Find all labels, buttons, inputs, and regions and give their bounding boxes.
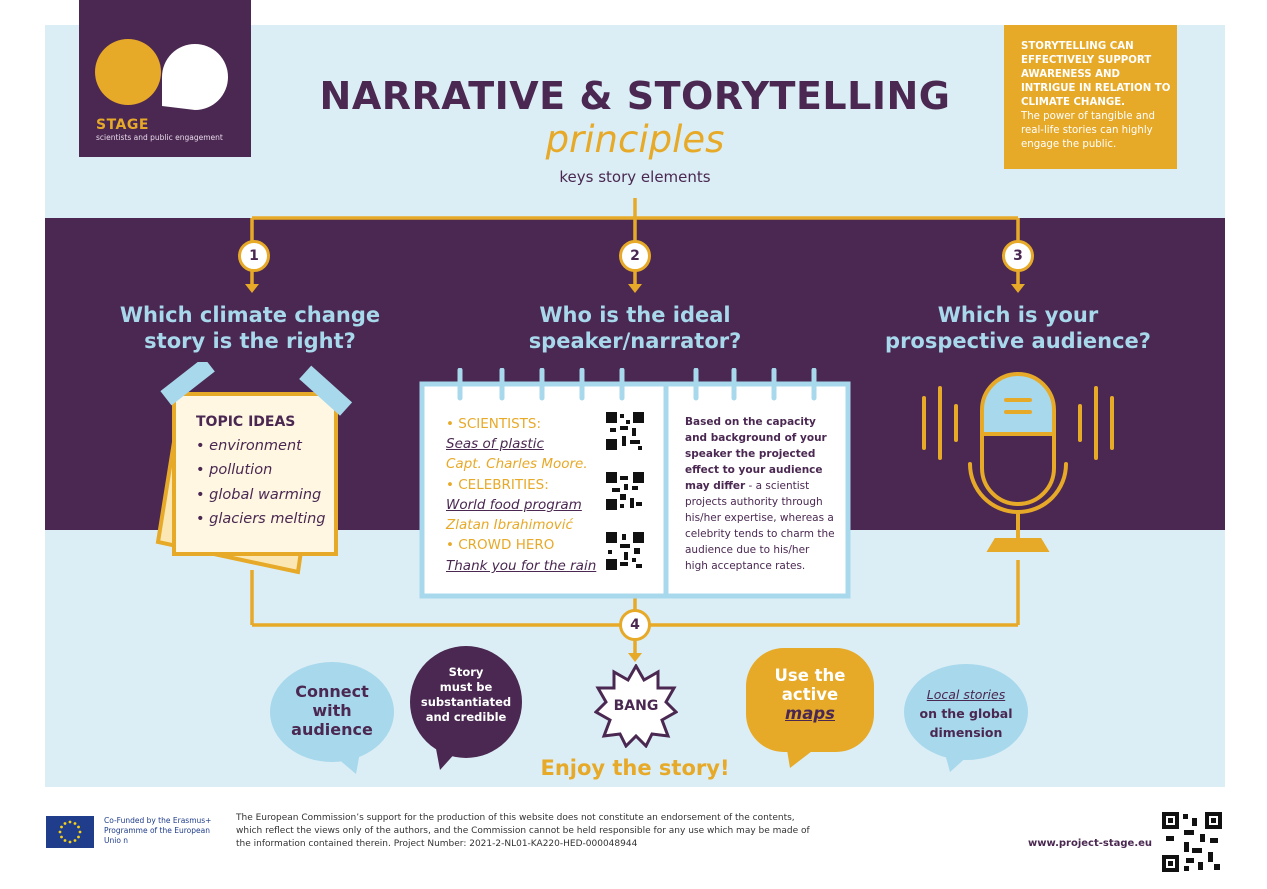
bubble-line: dimension bbox=[929, 725, 1003, 740]
crowd-link[interactable]: Thank you for the rain bbox=[446, 558, 597, 574]
step-4-badge: 4 bbox=[619, 609, 651, 641]
question-1: Which climate change story is the right? bbox=[110, 302, 390, 354]
bubble-line: with bbox=[312, 701, 352, 720]
story-bubble-icon bbox=[410, 646, 522, 770]
maps-bubble: Use the active maps bbox=[746, 666, 874, 723]
disclaimer: The European Commission’s support for th… bbox=[236, 813, 810, 849]
elements-label: keys story elements bbox=[559, 168, 711, 186]
eu-flag-icon bbox=[46, 816, 94, 848]
logo-bubbles-icon bbox=[95, 39, 228, 110]
connect-bubble: Connect with audience bbox=[270, 682, 394, 739]
question-2-line1: Who is the ideal bbox=[539, 303, 731, 327]
speaker-note-bold: Based on the capacity and background of … bbox=[685, 416, 827, 492]
bang-label: BANG bbox=[613, 698, 659, 714]
qr-code-icon[interactable] bbox=[1162, 812, 1222, 872]
speaker-note-rest: - a scientist projects authority through… bbox=[685, 480, 835, 572]
bubble-line: substantiated bbox=[420, 695, 512, 709]
logo-tagline: scientists and public engagement bbox=[96, 133, 223, 142]
celebrities-name: Zlatan Ibrahimović bbox=[446, 517, 573, 533]
bubble-line: must be bbox=[439, 680, 493, 694]
question-1-line1: Which climate change bbox=[119, 303, 381, 327]
step-1-badge: 1 bbox=[238, 240, 270, 272]
maps-bubble-icon bbox=[746, 648, 874, 768]
bubble-line: Use the bbox=[774, 666, 846, 685]
topic-title: TOPIC IDEAS bbox=[196, 414, 296, 430]
local-link[interactable]: Local stories bbox=[926, 687, 1006, 702]
bubble-line: audience bbox=[291, 720, 373, 739]
question-2-line2: speaker/narrator? bbox=[528, 329, 742, 353]
qr-code-icon[interactable] bbox=[606, 472, 644, 510]
bubble-line: and credible bbox=[425, 710, 507, 724]
qr-code-icon[interactable] bbox=[606, 412, 644, 450]
bubble-line: on the global bbox=[919, 706, 1013, 721]
callout-strong: STORYTELLING CAN EFFECTIVELY SUPPORT AWA… bbox=[1021, 41, 1171, 108]
eu-funding-text: Co-Funded by the Erasmus+ Programme of t… bbox=[104, 816, 212, 845]
bubble-line: Story bbox=[448, 665, 484, 679]
question-3: Which is your prospective audience? bbox=[870, 302, 1166, 354]
callout-body: The power of tangible and real-life stor… bbox=[1021, 111, 1155, 150]
story-bubble: Story must be substantiated and credible bbox=[408, 665, 524, 725]
question-2: Who is the ideal speaker/narrator? bbox=[495, 302, 775, 354]
bubble-line: Connect bbox=[295, 682, 369, 701]
crowd-label: • CROWD HERO bbox=[446, 537, 555, 553]
question-3-line2: prospective audience? bbox=[885, 329, 1151, 353]
page-title: NARRATIVE & STORYTELLING bbox=[319, 74, 951, 118]
qr-code-icon[interactable] bbox=[606, 532, 644, 570]
scientists-label: • SCIENTISTS: bbox=[446, 416, 542, 432]
question-3-line1: Which is your bbox=[937, 303, 1099, 327]
enjoy-label: Enjoy the story! bbox=[540, 756, 730, 780]
sticky-note-icon bbox=[155, 362, 353, 575]
topic-item: • global warming bbox=[196, 487, 322, 503]
callout-box bbox=[1004, 25, 1177, 169]
maps-link[interactable]: maps bbox=[785, 704, 835, 723]
question-1-line2: story is the right? bbox=[144, 329, 356, 353]
scientists-name: Capt. Charles Moore. bbox=[446, 456, 588, 472]
logo-name: STAGE bbox=[96, 117, 149, 133]
topic-item: • pollution bbox=[196, 462, 273, 478]
topic-item: • environment bbox=[196, 438, 302, 454]
bubble-line: active bbox=[781, 685, 839, 704]
page-subtitle: principles bbox=[545, 118, 725, 161]
connect-bubble-icon bbox=[270, 662, 394, 774]
step-2-badge: 2 bbox=[619, 240, 651, 272]
local-bubble-icon bbox=[904, 664, 1028, 772]
celebrities-link[interactable]: World food program bbox=[446, 497, 582, 513]
speaker-note: Based on the capacity and background of … bbox=[685, 414, 835, 574]
microphone-icon bbox=[922, 372, 1114, 552]
scientists-link[interactable]: Seas of plastic bbox=[446, 436, 544, 452]
step-3-badge: 3 bbox=[1002, 240, 1034, 272]
bang-burst-icon bbox=[594, 664, 678, 748]
topic-item: • glaciers melting bbox=[196, 511, 326, 527]
website-link[interactable]: www.project-stage.eu bbox=[1028, 838, 1153, 849]
local-bubble: Local stories on the global dimension bbox=[904, 685, 1028, 742]
celebrities-label: • CELEBRITIES: bbox=[446, 477, 549, 493]
